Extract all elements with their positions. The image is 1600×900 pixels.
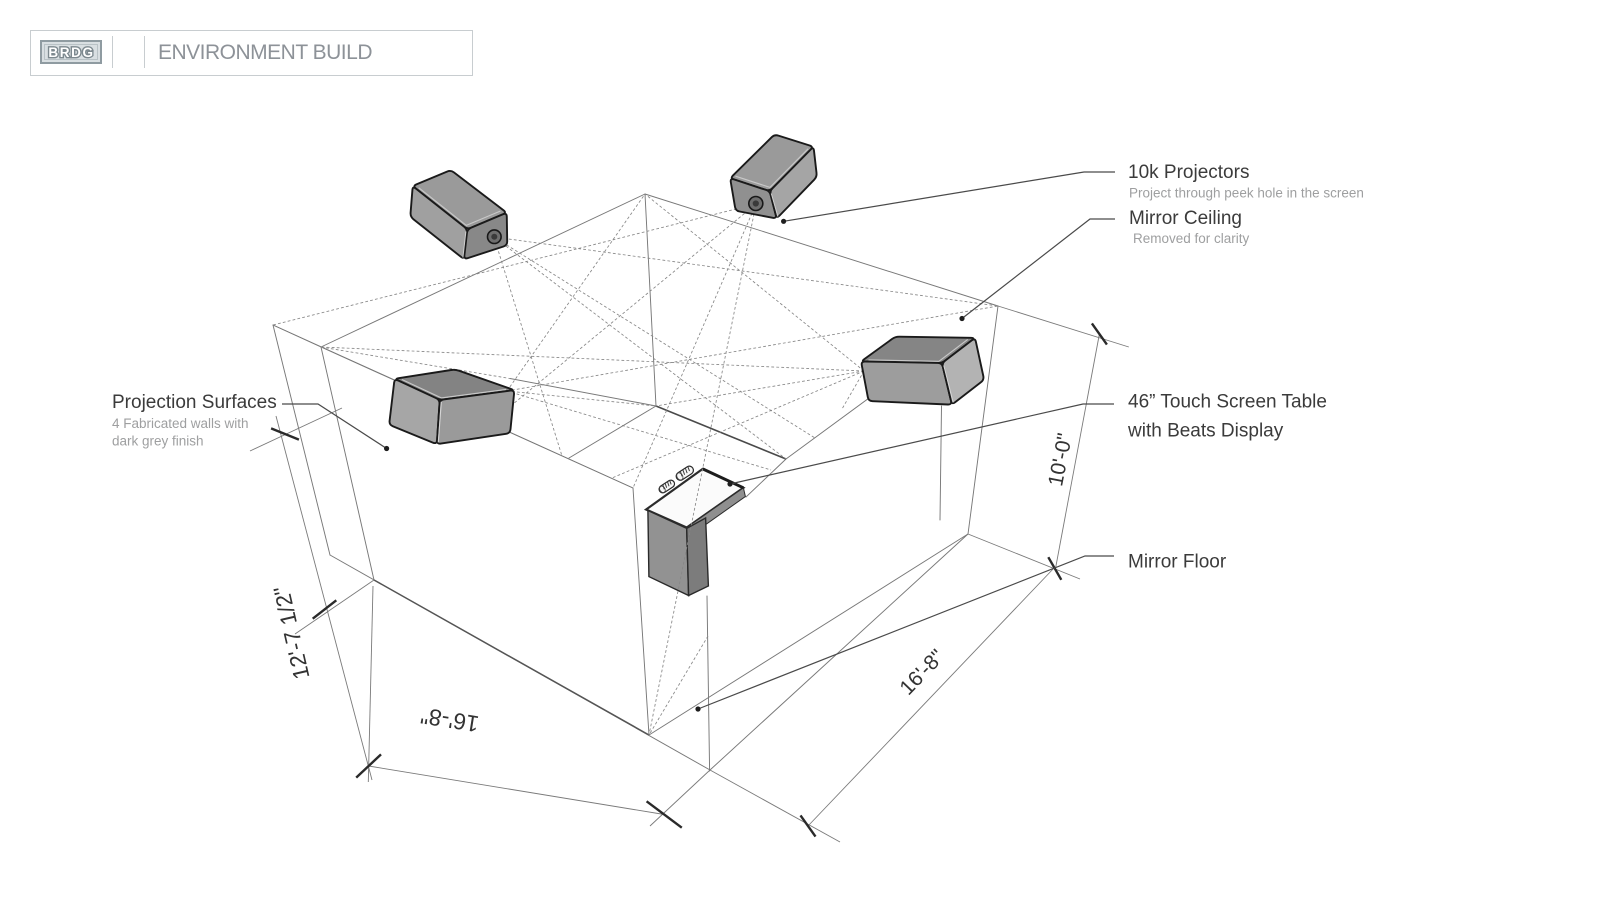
- svg-text:16'-8": 16'-8": [895, 645, 949, 699]
- svg-text:BRDG: BRDG: [48, 45, 94, 60]
- svg-text:ENVIRONMENT BUILD: ENVIRONMENT BUILD: [158, 41, 372, 64]
- svg-text:16'-8": 16'-8": [419, 702, 481, 737]
- svg-text:dark grey finish: dark grey finish: [112, 434, 204, 449]
- svg-text:10k Projectors: 10k Projectors: [1128, 162, 1249, 183]
- svg-text:4 Fabricated walls with: 4 Fabricated walls with: [112, 416, 249, 431]
- svg-text:Removed for clarity: Removed for clarity: [1133, 231, 1250, 246]
- svg-text:46” Touch Screen Table: 46” Touch Screen Table: [1128, 392, 1327, 413]
- svg-text:Mirror Ceiling: Mirror Ceiling: [1129, 208, 1242, 229]
- svg-text:12'-7 1/2": 12'-7 1/2": [269, 584, 315, 682]
- svg-text:BRDG: BRDG: [48, 45, 94, 60]
- svg-text:Projection Surfaces: Projection Surfaces: [112, 392, 277, 413]
- svg-text:with Beats Display: with Beats Display: [1127, 421, 1284, 442]
- svg-text:Project through peek hole in t: Project through peek hole in the screen: [1129, 186, 1364, 201]
- svg-text:Mirror Floor: Mirror Floor: [1128, 552, 1227, 573]
